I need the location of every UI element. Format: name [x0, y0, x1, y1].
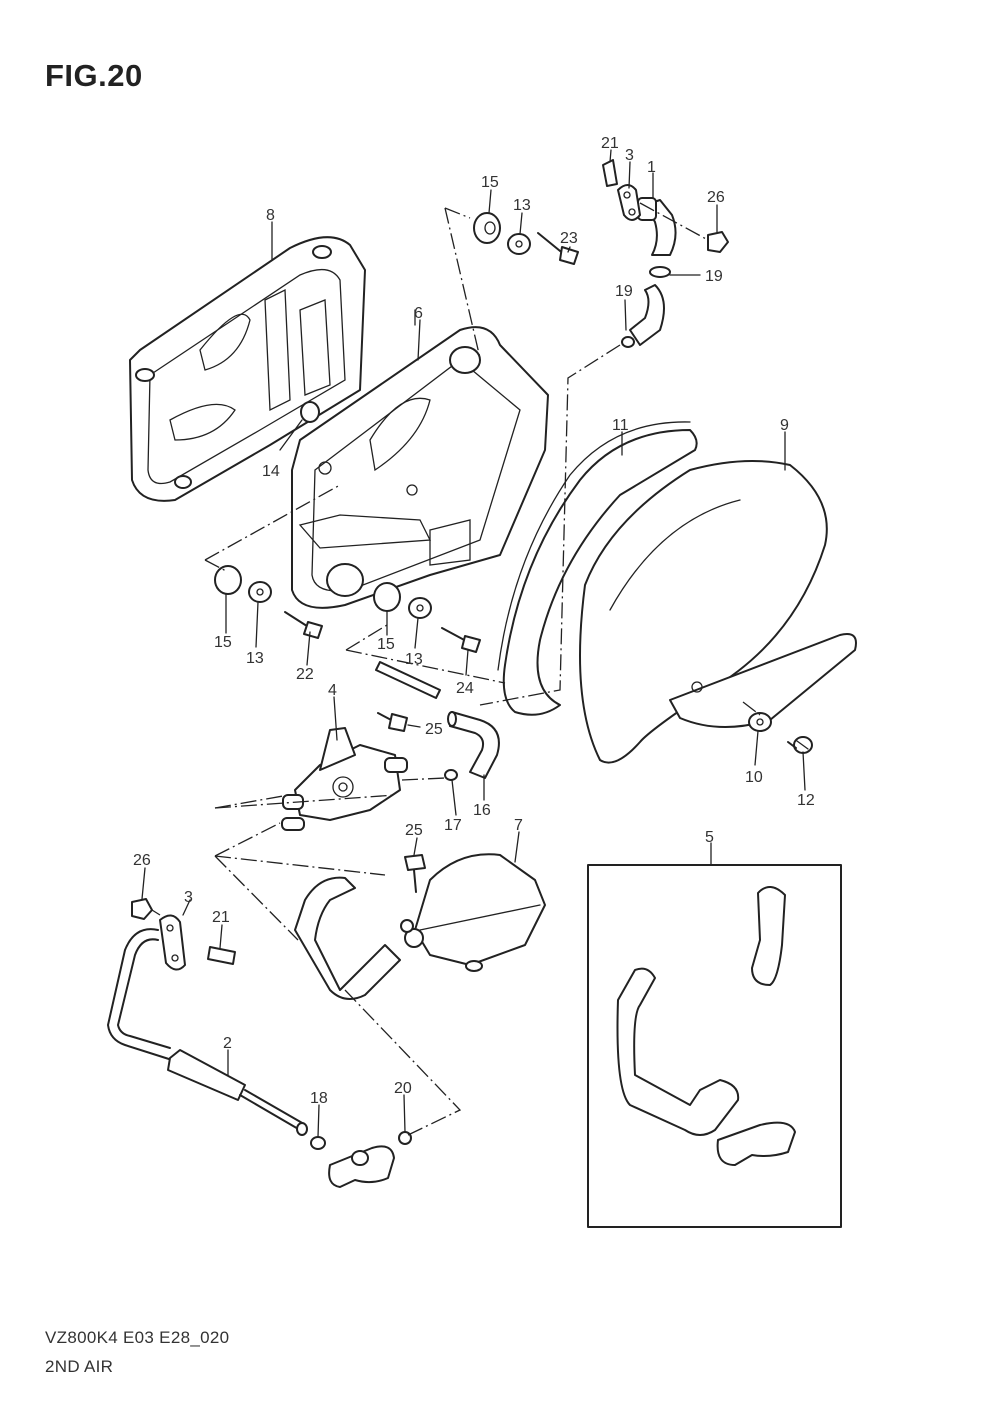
- callout-12: 12: [797, 792, 815, 809]
- callout-13-middle: 13: [405, 651, 423, 668]
- gasket-3-top: [617, 184, 641, 221]
- reed-valve-4: [281, 727, 408, 831]
- air-box-7: [400, 853, 546, 972]
- pipe-2: [107, 928, 308, 1136]
- callout-2: 2: [223, 1035, 232, 1052]
- pipe-elbow-1: [637, 197, 677, 256]
- callout-3-top: 3: [625, 147, 634, 164]
- callout-20: 20: [394, 1080, 412, 1097]
- tee-joint-bottom: [328, 1145, 395, 1188]
- bolt-25-top: [377, 712, 408, 732]
- nut-26-bottom: [131, 898, 153, 920]
- callout-15-top: 15: [481, 174, 499, 191]
- callout-17: 17: [444, 817, 462, 834]
- callout-23: 23: [560, 230, 578, 247]
- callout-21-bottom: 21: [212, 909, 230, 926]
- nut-26-top: [707, 231, 729, 253]
- clamp-18: [310, 1136, 326, 1150]
- callout-22: 22: [296, 666, 314, 683]
- callout-10: 10: [745, 769, 763, 786]
- callout-26-top: 26: [707, 189, 725, 206]
- callout-6: 6: [414, 305, 423, 322]
- hose-19-upper: [621, 266, 671, 348]
- callout-25-top: 25: [425, 721, 443, 738]
- bolt-25-bottom: [404, 854, 426, 893]
- washer-13-left: [248, 581, 272, 603]
- section-name: 2ND AIR: [45, 1357, 114, 1376]
- grommet-15-middle: [373, 582, 401, 612]
- bolt-24: [441, 627, 481, 653]
- gasket-11: [497, 421, 698, 716]
- bolt-22: [284, 611, 323, 639]
- callout-15-middle: 15: [377, 636, 395, 653]
- hose-set-5: [587, 864, 842, 1228]
- callout-4: 4: [328, 682, 337, 699]
- callout-19-right: 19: [705, 268, 723, 285]
- callout-25-bottom: 25: [405, 822, 423, 839]
- grommet-14: [279, 401, 320, 451]
- callout-3-bottom: 3: [184, 889, 193, 906]
- callout-16: 16: [473, 802, 491, 819]
- rod-unnamed: [375, 661, 441, 699]
- clamp-17: [444, 769, 458, 781]
- callout-13-top: 13: [513, 197, 531, 214]
- screw-12: [787, 736, 813, 754]
- model-code: VZ800K4 E03 E28_020: [45, 1328, 230, 1347]
- callout-leaders: [141, 149, 806, 1138]
- callout-1: 1: [647, 159, 656, 176]
- cover-9: [579, 460, 857, 764]
- washer-10: [748, 712, 772, 732]
- figure-title: FIG.20: [45, 58, 143, 93]
- alignment-lines: [151, 202, 761, 1136]
- callout-19-left: 19: [615, 283, 633, 300]
- grommet-15-top: [473, 212, 501, 244]
- gasket-plate-6: [291, 309, 549, 609]
- grommet-15-left: [214, 565, 242, 595]
- callout-8: 8: [266, 207, 275, 224]
- callout-9: 9: [780, 417, 789, 434]
- washer-13-middle: [408, 597, 432, 619]
- hose-bend-left: [294, 876, 401, 1000]
- gasket-3-bottom: [159, 914, 186, 971]
- callout-21-top: 21: [601, 135, 619, 152]
- callout-15-left: 15: [214, 634, 232, 651]
- callout-14: 14: [262, 463, 280, 480]
- callout-26-bottom: 26: [133, 852, 151, 869]
- stud-bolt-21-top: [602, 159, 618, 187]
- callout-11: 11: [612, 417, 629, 434]
- callout-24: 24: [456, 680, 474, 697]
- callout-13-left: 13: [246, 650, 264, 667]
- stud-bolt-21-bottom: [207, 946, 236, 965]
- washer-13-top: [507, 233, 531, 255]
- callout-labels: 1 2 3 3 4 5 6 7 8 9 10 11 12 13 13 13 14…: [133, 135, 815, 1107]
- bolt-23: [537, 232, 579, 265]
- callout-18: 18: [310, 1090, 328, 1107]
- hose-16: [447, 711, 500, 779]
- callout-7: 7: [514, 817, 523, 834]
- callout-5: 5: [705, 829, 714, 846]
